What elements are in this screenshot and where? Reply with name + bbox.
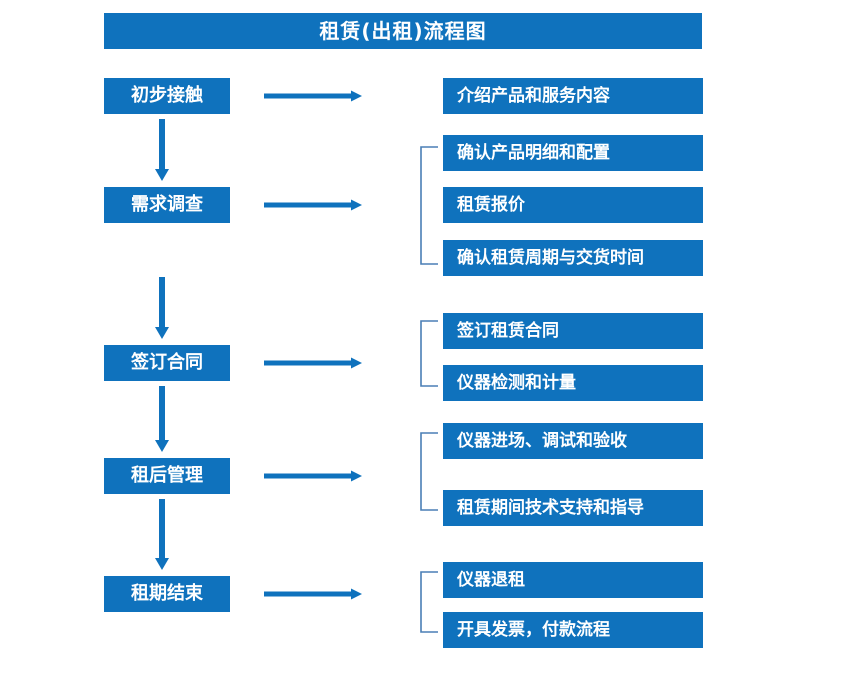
- arrow-stage-3-to-details-icon: [264, 356, 362, 370]
- arrow-stage-4-to-stage-5-icon: [153, 499, 171, 570]
- detail-box-stage-4-0-0[interactable]: 仪器进场、调试和验收: [443, 423, 703, 459]
- arrow-stage-2-to-details-icon: [264, 198, 362, 212]
- group-bracket-stage-5-0: [419, 571, 439, 633]
- arrow-stage-1-to-stage-2-icon: [153, 119, 171, 181]
- stage-box-stage-1[interactable]: 初步接触: [104, 78, 230, 114]
- detail-box-stage-4-0-1[interactable]: 租赁期间技术支持和指导: [443, 490, 703, 526]
- detail-box-stage-2-0-1[interactable]: 租赁报价: [443, 187, 703, 223]
- detail-box-stage-2-0-2[interactable]: 确认租赁周期与交货时间: [443, 240, 703, 276]
- detail-box-stage-5-0-0[interactable]: 仪器退租: [443, 562, 703, 598]
- arrow-stage-3-to-stage-4-icon: [153, 386, 171, 452]
- arrow-stage-5-to-details-icon: [264, 587, 362, 601]
- stage-box-stage-5[interactable]: 租期结束: [104, 576, 230, 612]
- group-bracket-stage-4-0: [419, 432, 439, 511]
- arrow-stage-4-to-details-icon: [264, 469, 362, 483]
- detail-box-stage-3-0-0[interactable]: 签订租赁合同: [443, 313, 703, 349]
- detail-box-stage-3-0-1[interactable]: 仪器检测和计量: [443, 365, 703, 401]
- group-bracket-stage-2-0: [419, 146, 439, 265]
- stage-box-stage-3[interactable]: 签订合同: [104, 345, 230, 381]
- arrow-stage-2-to-stage-3-icon: [153, 277, 171, 339]
- detail-box-stage-1-0-0[interactable]: 介绍产品和服务内容: [443, 78, 703, 114]
- stage-box-stage-2[interactable]: 需求调查: [104, 187, 230, 223]
- arrow-stage-1-to-details-icon: [264, 89, 362, 103]
- detail-box-stage-5-0-1[interactable]: 开具发票，付款流程: [443, 612, 703, 648]
- group-bracket-stage-3-0: [419, 320, 439, 387]
- stage-box-stage-4[interactable]: 租后管理: [104, 458, 230, 494]
- flowchart-title: 租赁(出租)流程图: [104, 13, 702, 49]
- detail-box-stage-2-0-0[interactable]: 确认产品明细和配置: [443, 135, 703, 171]
